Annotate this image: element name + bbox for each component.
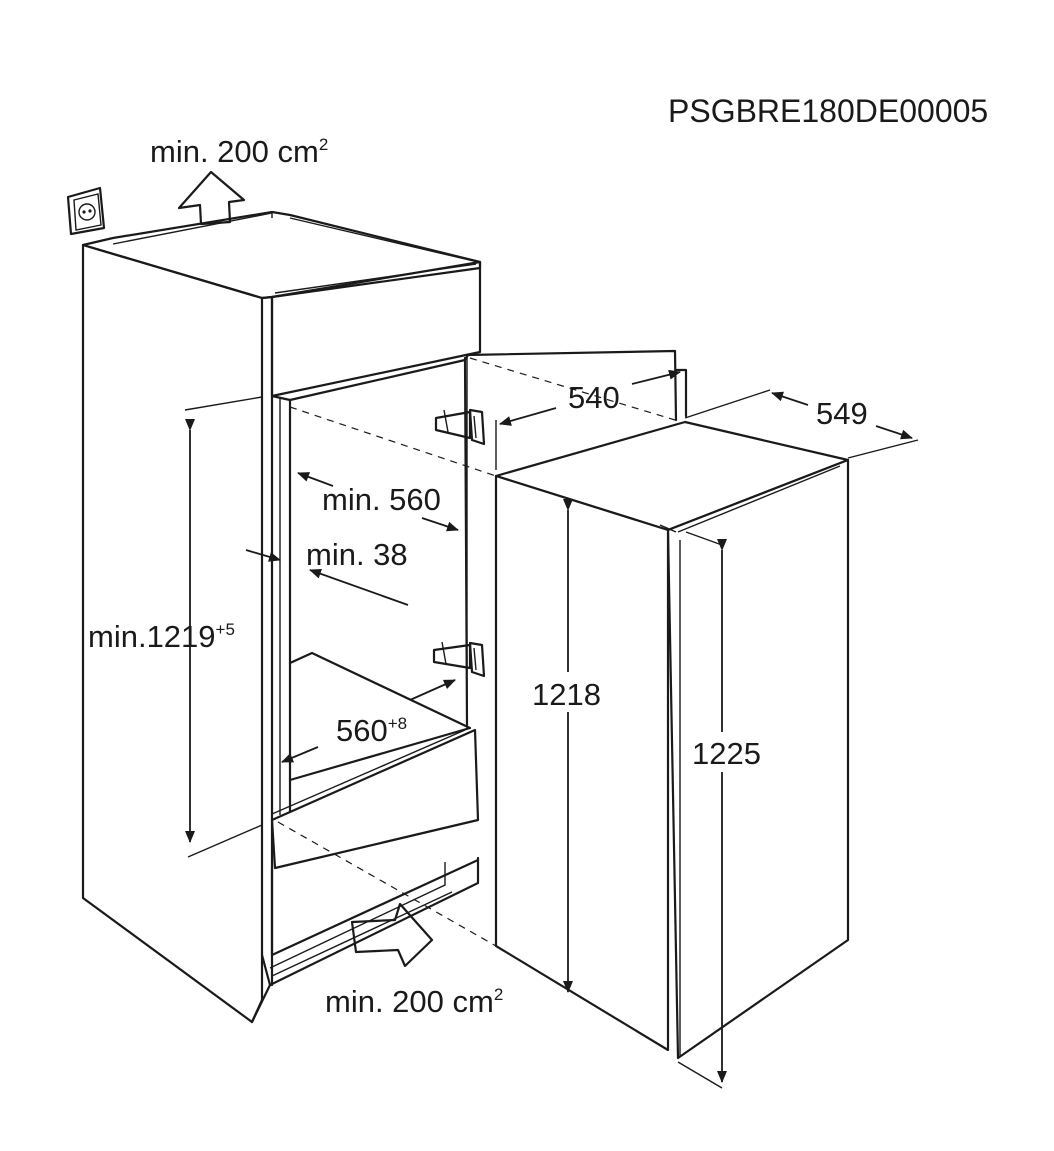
height-1225-label: 1225: [692, 736, 761, 771]
height-1225-dimension: [677, 531, 727, 1089]
depth-549-label: 549: [816, 396, 868, 431]
kitchen-cabinet: [81, 210, 482, 1024]
min-560-label: min. 560: [322, 482, 441, 517]
lower-hinge-icon: [432, 641, 486, 678]
depth-540-label: 540: [568, 380, 620, 415]
min-38-dimension: [245, 549, 409, 606]
upper-hinge-icon: [434, 408, 486, 446]
depth-549-dimension: [684, 389, 919, 459]
niche-width-label: 560+8: [336, 713, 407, 748]
alignment-lines: [277, 357, 676, 947]
vent-up-arrow-icon: [177, 170, 246, 226]
min-38-label: min. 38: [306, 537, 408, 572]
min-560-dimension: [297, 472, 459, 532]
height-1218-label: 1218: [532, 677, 601, 712]
refrigerator-appliance: [494, 420, 850, 1060]
vent-top-label: min. 200 cm2: [150, 134, 328, 169]
power-socket-icon: [66, 186, 106, 236]
product-code: PSGBRE180DE00005: [668, 93, 988, 129]
niche-height-dimension: [184, 396, 263, 858]
niche-width-dimension: [281, 679, 456, 763]
depth-540-dimension: [495, 369, 681, 470]
vent-bottom-label: min. 200 cm2: [325, 984, 503, 1019]
vent-in-arrow-icon: [350, 902, 434, 968]
niche-height-label: min.1219+5: [88, 619, 235, 654]
